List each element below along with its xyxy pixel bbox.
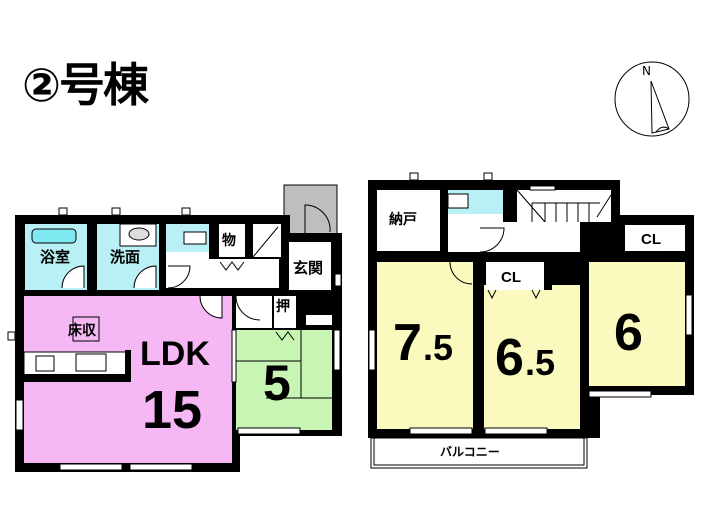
bathtub-icon: [31, 228, 77, 244]
balcony-label: バルコニー: [440, 445, 500, 459]
vent-icons: [7, 172, 493, 341]
toilet-icon-2f: [447, 193, 469, 209]
building-title: ②号棟: [22, 58, 149, 112]
bedroom-6-5: [484, 285, 580, 429]
porch: [283, 184, 338, 238]
closet-storage-room: [377, 190, 440, 251]
stairs: [517, 190, 611, 222]
toilet-icon: [183, 231, 207, 245]
bedroom2-size-int: 6: [495, 329, 524, 387]
ldk-label: LDK: [140, 335, 210, 373]
bedroom1-size-int: 7: [393, 314, 422, 372]
washroom-label: 洗面: [110, 248, 140, 266]
ldk-size: 15: [142, 380, 202, 440]
bedroom3-size: 6: [614, 304, 643, 362]
bath-label: 浴室: [40, 248, 70, 266]
washitsu-size: 5: [263, 355, 291, 411]
closet-storage-label: 納戸: [389, 211, 417, 228]
floor1: 浴室 洗面 物 玄関 押 床収 LDK 15 5: [15, 184, 342, 472]
floor2: 納戸 CL CL 7 .5 6 .5 6 バルコニー: [368, 180, 694, 469]
entrance-label: 玄関: [293, 259, 323, 277]
storage-label: 物: [222, 232, 236, 249]
bedroom-6: [589, 262, 685, 386]
cl-label-middle: CL: [501, 269, 521, 286]
bedroom2-size-frac: .5: [525, 342, 555, 383]
floor-storage-label: 床収: [68, 322, 97, 339]
sink-icon: [128, 227, 150, 241]
stove-icon: [35, 355, 55, 372]
bedroom-7-5: [377, 262, 473, 429]
closet-label: 押: [276, 298, 290, 315]
bedroom1-size-frac: .5: [423, 327, 453, 368]
washitsu-room: [236, 330, 332, 430]
compass-icon: N: [614, 61, 690, 137]
compass-north-label: N: [642, 64, 651, 78]
kitchen-sink-icon: [75, 353, 107, 372]
cl-label-right: CL: [641, 231, 661, 248]
